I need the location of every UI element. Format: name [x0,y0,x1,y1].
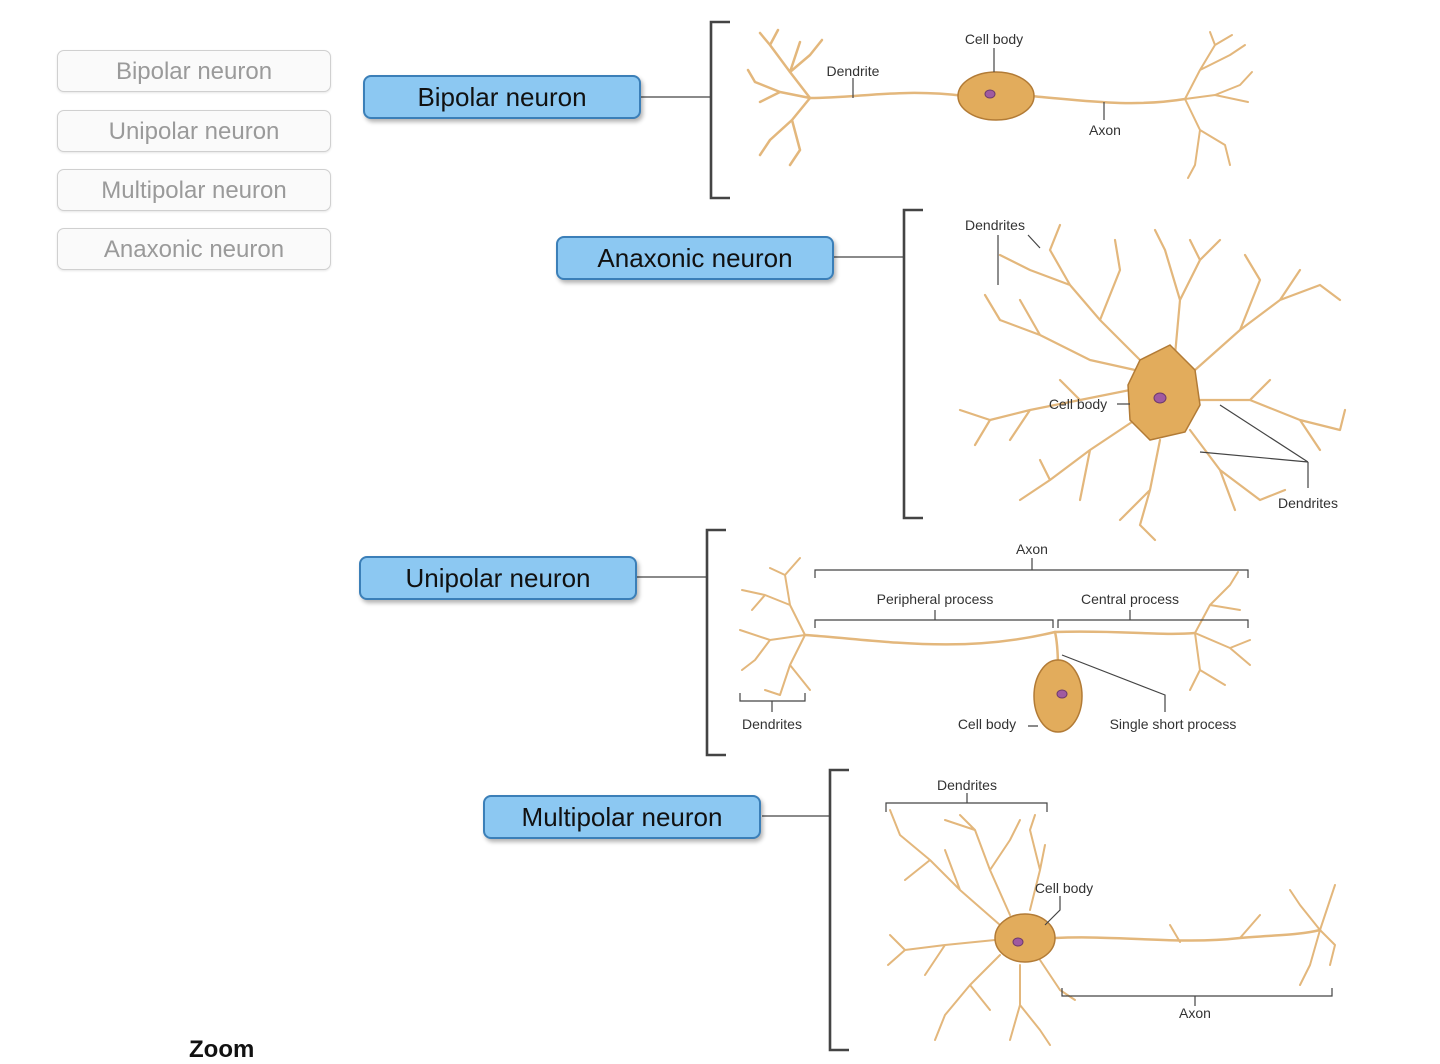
bipolar-dendrite-label: Dendrite [827,63,880,79]
bipolar-axon-label: Axon [1089,122,1121,138]
unipolar-dendrites-label: Dendrites [742,716,802,732]
central-process-label: Central process [1081,591,1179,607]
answer-label-bipolar[interactable]: Bipolar neuron [363,75,641,119]
anaxonic-cell-body-label: Cell body [1049,396,1107,412]
unipolar-axon-label: Axon [1016,541,1048,557]
bipolar-cell-body-label: Cell body [965,31,1023,47]
multipolar-neuron-illustration: Dendrites Cell body Axon [885,777,1336,1046]
anaxonic-dendrites-right-label: Dendrites [1278,495,1338,511]
multipolar-axon-label: Axon [1179,1005,1211,1021]
single-short-process-label: Single short process [1110,716,1237,732]
answer-label-multipolar[interactable]: Multipolar neuron [483,795,761,839]
answer-label-unipolar[interactable]: Unipolar neuron [359,556,637,600]
unipolar-cell-body-label: Cell body [958,716,1016,732]
multipolar-dendrites-label: Dendrites [937,777,997,793]
anaxonic-neuron-illustration: Dendrites Cell body Dendrites [958,217,1347,542]
answer-label-anaxonic[interactable]: Anaxonic neuron [556,236,834,280]
word-bank-item-unipolar[interactable]: Unipolar neuron [57,110,331,152]
word-bank-item-bipolar[interactable]: Bipolar neuron [57,50,331,92]
peripheral-process-label: Peripheral process [877,591,994,607]
word-bank-item-multipolar[interactable]: Multipolar neuron [57,169,331,211]
word-bank-item-anaxonic[interactable]: Anaxonic neuron [57,228,331,270]
brackets [637,20,923,1052]
anaxonic-dendrites-top-label: Dendrites [965,217,1025,233]
zoom-link[interactable]: Zoom [189,1036,255,1063]
bipolar-neuron-illustration: Cell body Dendrite Axon [746,28,1253,179]
unipolar-neuron-illustration: Axon Peripheral process Central process … [739,541,1251,733]
multipolar-cell-body-label: Cell body [1035,880,1093,896]
